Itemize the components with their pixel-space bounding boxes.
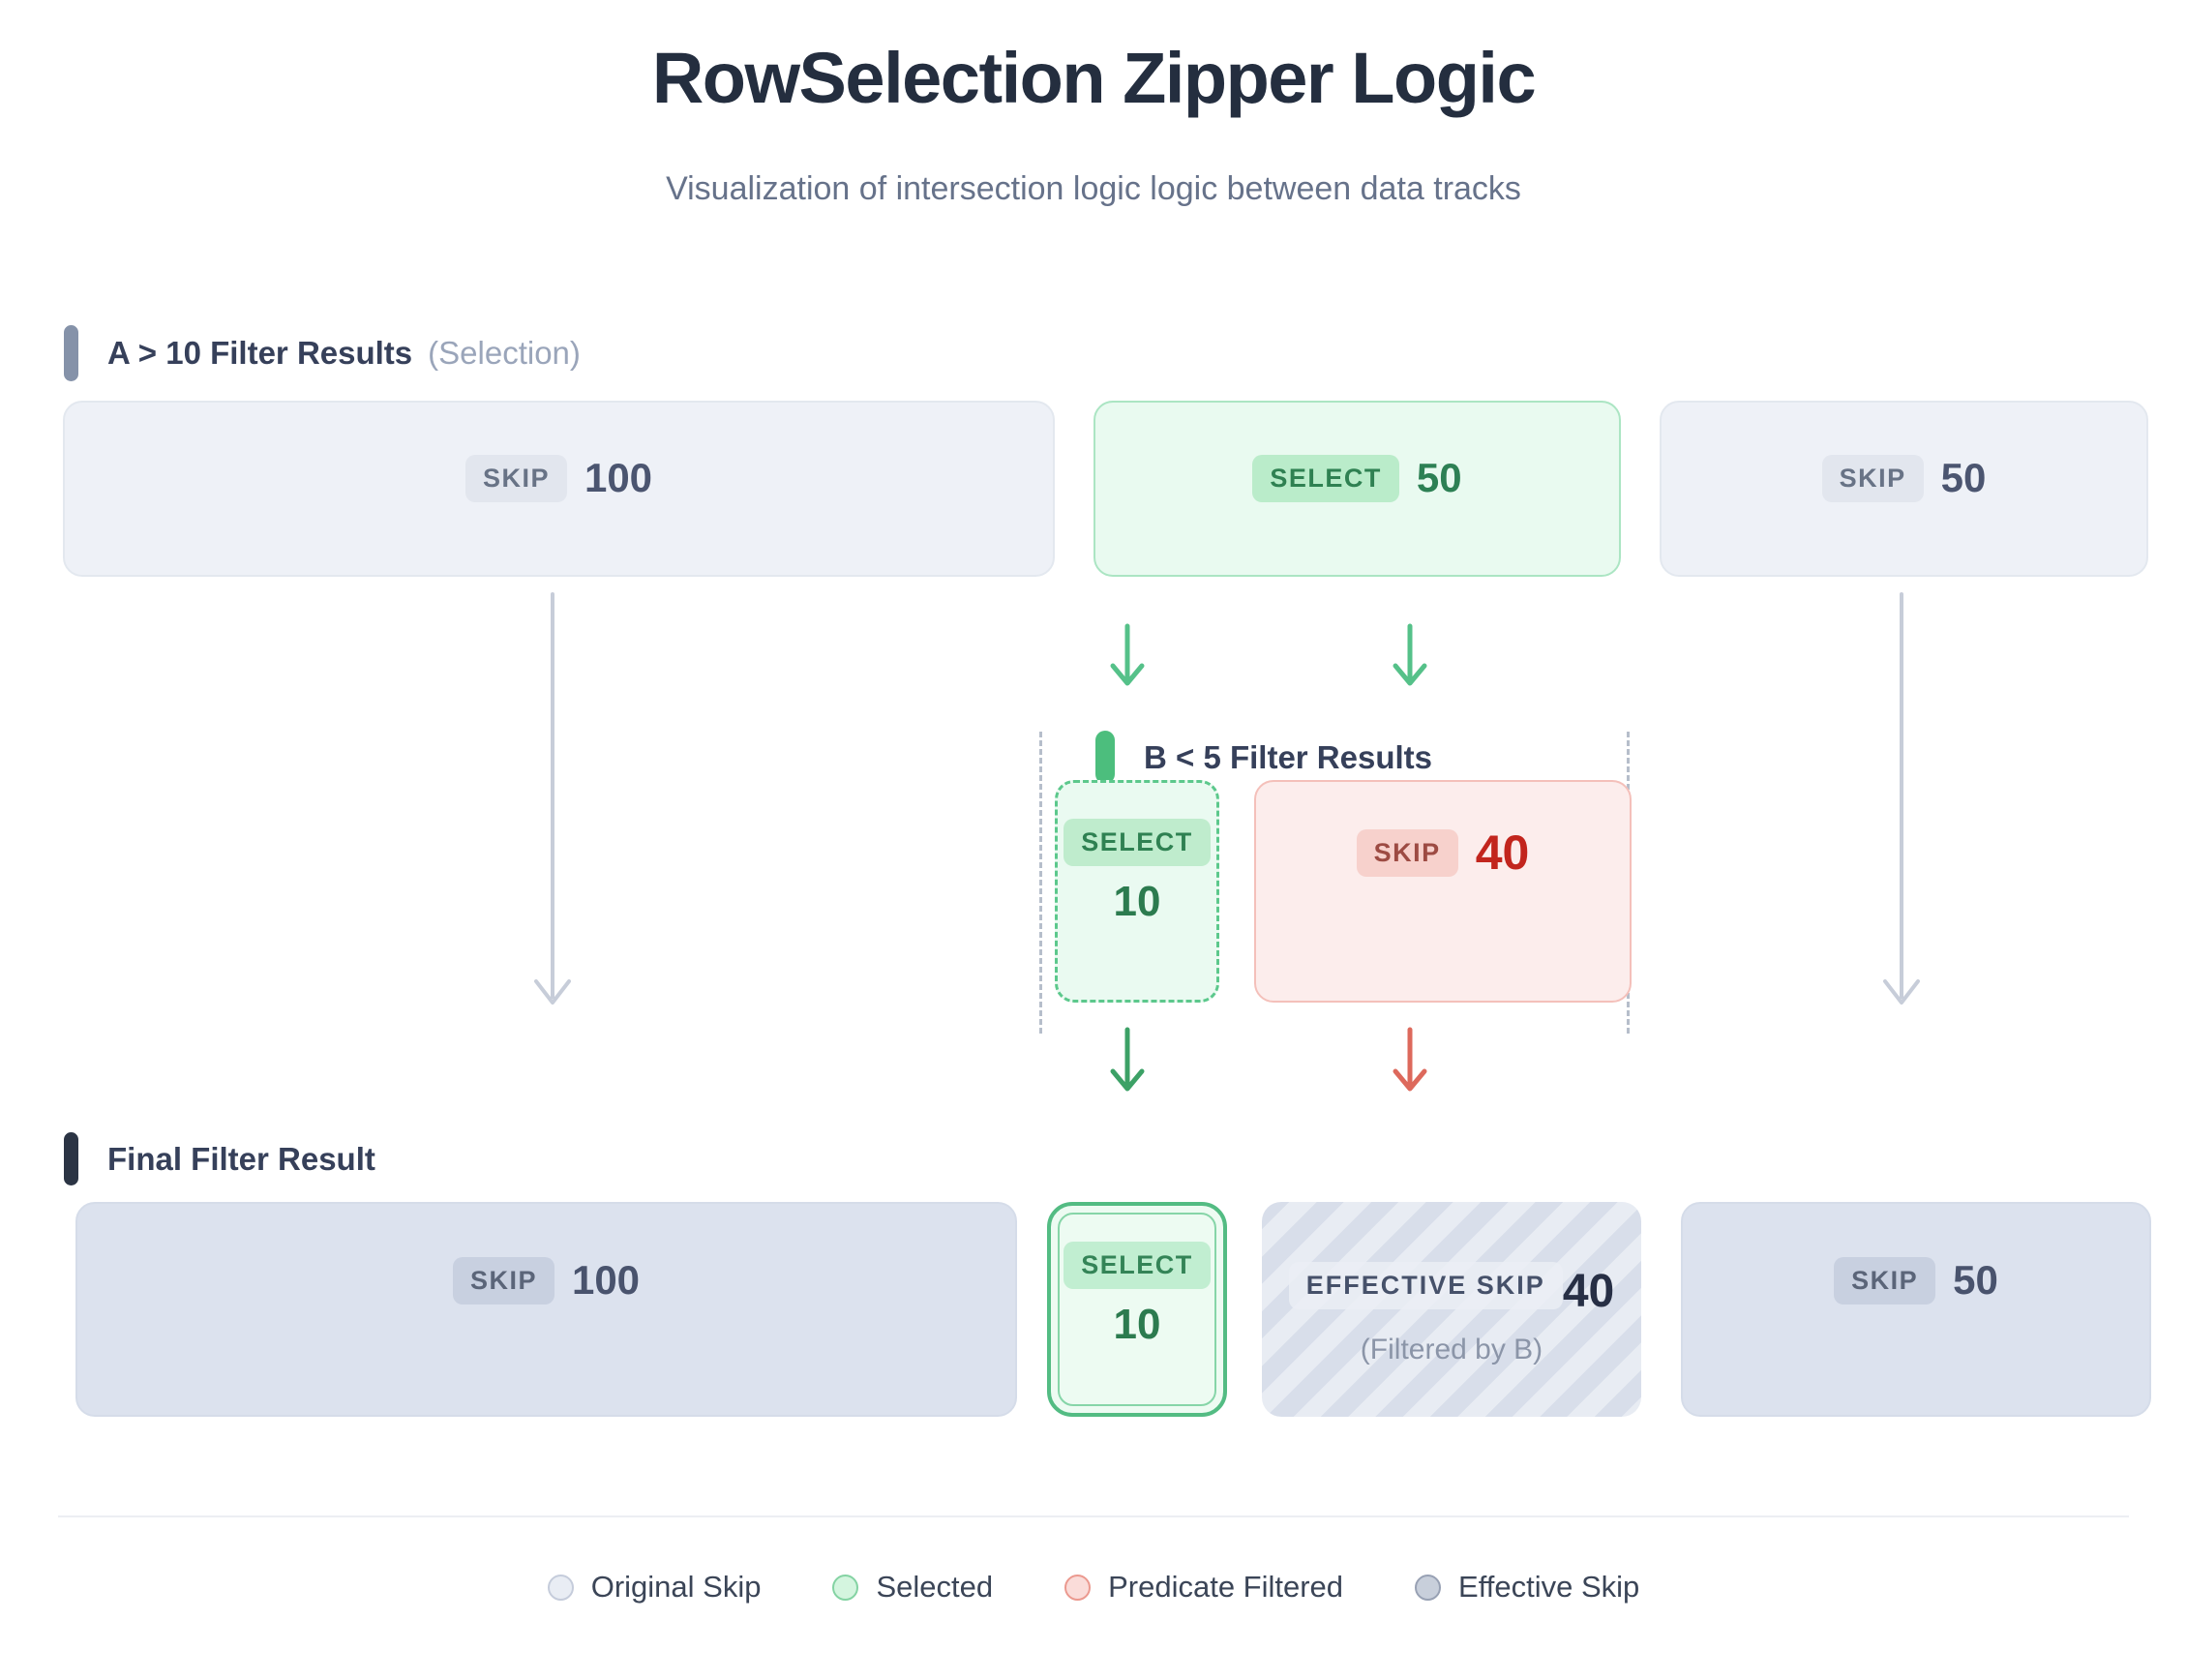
track-a-header: A > 10 Filter Results (Selection) bbox=[64, 325, 581, 381]
box-content: SKIP 40 bbox=[1356, 825, 1530, 881]
track-b-header: B < 5 Filter Results bbox=[1095, 731, 1432, 784]
effective-skip-count: 40 bbox=[1562, 1265, 1615, 1317]
page-subtitle: Visualization of intersection logic logi… bbox=[666, 170, 1521, 207]
final-marker-icon bbox=[64, 1132, 78, 1185]
track-a-marker-icon bbox=[64, 325, 78, 381]
box-content: SELECT 10 bbox=[1064, 1241, 1211, 1349]
legend-item-effective-skip: Effective Skip bbox=[1415, 1570, 1639, 1605]
track-a-select-50-box: SELECT 50 bbox=[1094, 401, 1621, 577]
down-arrow-icon bbox=[1883, 592, 1920, 1005]
select-count: 10 bbox=[1113, 1300, 1161, 1348]
final-effective-skip-box: EFFECTIVE SKIP 40 (Filtered by B) bbox=[1262, 1202, 1641, 1417]
track-b-select-10-box: SELECT 10 bbox=[1055, 780, 1219, 1003]
legend-label: Original Skip bbox=[590, 1570, 762, 1604]
final-skip-50-box: SKIP 50 bbox=[1681, 1202, 2151, 1417]
skip-count: 50 bbox=[1953, 1257, 1998, 1303]
select-count: 10 bbox=[1113, 877, 1161, 925]
box-content: SKIP 50 bbox=[1834, 1256, 1998, 1305]
skip-count: 40 bbox=[1475, 825, 1530, 880]
box-content: SELECT 10 bbox=[1064, 818, 1211, 926]
skip-count: 100 bbox=[571, 1257, 641, 1303]
skip-badge: SKIP bbox=[1356, 828, 1458, 877]
legend-item-selected: Selected bbox=[832, 1570, 993, 1605]
skip-badge: SKIP bbox=[1834, 1256, 1936, 1305]
down-arrow-icon bbox=[534, 592, 571, 1005]
effective-skip-note: (Filtered by B) bbox=[1360, 1333, 1543, 1365]
legend-item-predicate-filtered: Predicate Filtered bbox=[1064, 1570, 1343, 1605]
select-badge: SELECT bbox=[1064, 818, 1211, 866]
select-count: 50 bbox=[1416, 455, 1462, 500]
skip-badge: SKIP bbox=[464, 454, 567, 502]
track-a-skip-50-box: SKIP 50 bbox=[1660, 401, 2148, 577]
predicate-filtered-swatch-icon bbox=[1064, 1574, 1092, 1601]
track-a-skip-100-box: SKIP 100 bbox=[63, 401, 1055, 577]
track-b-marker-icon bbox=[1095, 731, 1115, 784]
legend-label: Selected bbox=[876, 1570, 994, 1604]
down-arrow-icon bbox=[1393, 623, 1427, 686]
track-b-skip-40-box: SKIP 40 bbox=[1254, 780, 1632, 1003]
box-content: SKIP 100 bbox=[452, 1256, 641, 1305]
select-badge: SELECT bbox=[1252, 454, 1399, 502]
final-skip-100-box: SKIP 100 bbox=[75, 1202, 1017, 1417]
selected-swatch-icon bbox=[832, 1574, 859, 1601]
box-content: SKIP 100 bbox=[464, 454, 653, 502]
skip-badge: SKIP bbox=[1821, 454, 1924, 502]
footer-divider bbox=[58, 1515, 2129, 1517]
effective-skip-row: EFFECTIVE SKIP 40 bbox=[1288, 1253, 1615, 1318]
original-skip-swatch-icon bbox=[547, 1574, 574, 1601]
page-title: RowSelection Zipper Logic bbox=[651, 38, 1537, 118]
effective-skip-badge: EFFECTIVE SKIP bbox=[1288, 1261, 1563, 1309]
final-label: Final Filter Result bbox=[107, 1140, 375, 1177]
skip-count: 50 bbox=[1940, 455, 1987, 500]
skip-count: 100 bbox=[584, 455, 653, 500]
final-select-10-box: SELECT 10 bbox=[1047, 1202, 1227, 1417]
track-a-label: A > 10 Filter Results bbox=[107, 335, 413, 371]
box-content: EFFECTIVE SKIP 40 (Filtered by B) bbox=[1288, 1253, 1615, 1366]
effective-skip-swatch-icon bbox=[1415, 1574, 1442, 1601]
down-arrow-icon bbox=[1110, 1027, 1145, 1092]
down-arrow-icon bbox=[1393, 1027, 1427, 1092]
select-badge: SELECT bbox=[1064, 1241, 1211, 1289]
down-arrow-icon bbox=[1110, 623, 1145, 686]
track-b-label: B < 5 Filter Results bbox=[1144, 738, 1433, 775]
legend: Original Skip Selected Predicate Filtere… bbox=[0, 1570, 2187, 1605]
box-content: SELECT 50 bbox=[1252, 454, 1462, 502]
legend-item-original-skip: Original Skip bbox=[547, 1570, 762, 1605]
skip-badge: SKIP bbox=[452, 1256, 554, 1305]
legend-label: Effective Skip bbox=[1458, 1570, 1640, 1604]
track-a-sublabel: (Selection) bbox=[428, 335, 581, 371]
zipper-guide-left bbox=[1039, 732, 1042, 1034]
legend-label: Predicate Filtered bbox=[1108, 1570, 1344, 1604]
final-header: Final Filter Result bbox=[64, 1132, 375, 1185]
box-content: SKIP 50 bbox=[1821, 454, 1987, 502]
